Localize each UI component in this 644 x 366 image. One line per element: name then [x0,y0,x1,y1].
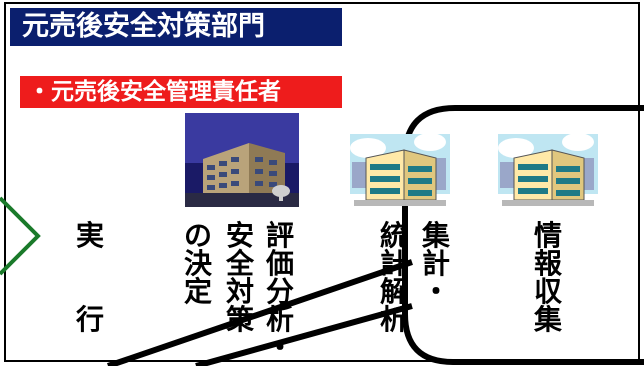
column-char: 全 [225,247,254,280]
connector-line-upper [107,259,413,366]
column-information: 情 報 収 集 [532,222,564,334]
diagram-frame [4,2,640,362]
column-safety-measures: 安 全 対 策 [224,222,256,334]
column-execute: 実 行 [74,222,106,334]
column-char: 行 [75,303,104,336]
column-char: ・ [265,331,294,364]
column-char: 統 [379,219,408,252]
section-title: 元売後安全対策部門 [10,8,342,46]
office-building-sky-icon [350,133,450,206]
column-char: 集 [421,219,450,252]
column-char: 安 [225,219,254,252]
column-evaluation: 評 価 分 析 ・ [264,222,296,362]
column-char: の [183,219,212,252]
column-char [74,278,106,306]
column-char: 計 [379,247,408,280]
column-statistics: 統 計 解 析 [378,222,410,334]
column-char: 対 [225,275,254,308]
column-char: ・ [421,275,450,308]
office-building-icon [185,113,299,207]
column-char: 実 [75,219,104,252]
column-char: 収 [533,275,562,308]
column-char: 分 [265,275,294,308]
column-aggregate: 集 計 ・ [420,222,452,306]
column-char: 評 [265,219,294,252]
column-decide: の 決 定 [182,222,214,306]
rounded-panel [402,105,644,365]
chevron-arrow [0,196,41,276]
role-subtitle: ・元売後安全管理責任者 [20,76,342,108]
column-char [74,250,106,278]
connector-line-lower [195,303,413,366]
column-char: 析 [265,303,294,336]
column-char: 解 [379,275,408,308]
office-building-sky-icon [498,133,598,206]
column-char: 決 [183,247,212,280]
column-char: 策 [225,303,254,336]
column-char: 定 [183,275,212,308]
column-char: 計 [421,247,450,280]
column-char: 集 [533,303,562,336]
column-char: 報 [533,247,562,280]
column-char: 情 [533,219,562,252]
column-char: 価 [265,247,294,280]
column-char: 析 [379,303,408,336]
